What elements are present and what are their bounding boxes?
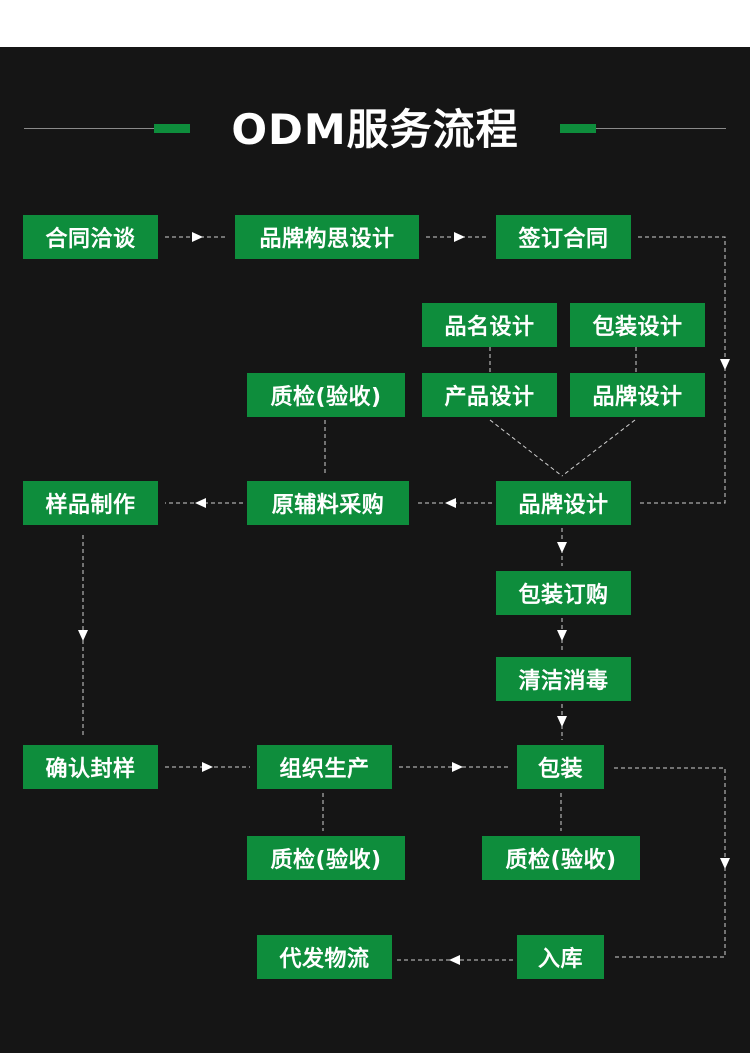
title-decor-line-right — [596, 128, 726, 129]
arrow-to-clean-icon — [557, 630, 567, 641]
step-quality-check-2: 质检(验收) — [247, 836, 405, 880]
connector-brand-sub-to-brand-design — [561, 419, 636, 477]
arrow-to-package-order-icon — [557, 542, 567, 553]
step-package-design: 包装设计 — [570, 303, 705, 347]
step-brand-concept-design: 品牌构思设计 — [235, 215, 419, 259]
step-product-design: 产品设计 — [422, 373, 557, 417]
step-sign-contract: 签订合同 — [496, 215, 631, 259]
arrow-to-concept-icon — [192, 232, 203, 242]
title-decor-line-left — [24, 128, 154, 129]
step-package-order: 包装订购 — [496, 571, 631, 615]
title-decor-bar-right — [560, 124, 596, 133]
step-organize-production: 组织生产 — [257, 745, 392, 789]
page-title: ODM服务流程 — [231, 105, 519, 154]
arrow-to-sample-icon — [195, 498, 206, 508]
step-brand-design: 品牌设计 — [496, 481, 631, 525]
arrow-to-production-icon — [202, 762, 213, 772]
arrow-to-packaging-icon — [452, 762, 463, 772]
step-product-name-design: 品名设计 — [422, 303, 557, 347]
step-contract-negotiation: 合同洽谈 — [23, 215, 158, 259]
arrow-to-packaging-from-clean-icon — [557, 716, 567, 727]
flowchart-background — [0, 47, 750, 1053]
step-logistics: 代发物流 — [257, 935, 392, 979]
step-quality-check-3: 质检(验收) — [482, 836, 640, 880]
step-brand-design-sub: 品牌设计 — [570, 373, 705, 417]
step-quality-check-1: 质检(验收) — [247, 373, 405, 417]
arrow-to-logistics-icon — [449, 955, 460, 965]
arrow-to-confirm-icon — [78, 630, 88, 641]
title-decor-bar-left — [154, 124, 190, 133]
arrow-to-sign-icon — [454, 232, 465, 242]
arrow-right-side-down-2-icon — [720, 858, 730, 869]
step-sample-making: 样品制作 — [23, 481, 158, 525]
step-packaging: 包装 — [517, 745, 604, 789]
step-material-purchase: 原辅料采购 — [247, 481, 409, 525]
arrow-right-side-down-1-icon — [720, 359, 730, 370]
step-clean-disinfect: 清洁消毒 — [496, 657, 631, 701]
connector-product-design-to-brand-design — [489, 419, 563, 477]
connector-sign-to-brand-design — [638, 236, 726, 504]
step-confirm-sample: 确认封样 — [23, 745, 158, 789]
arrow-to-material-icon — [445, 498, 456, 508]
step-warehousing: 入库 — [517, 935, 604, 979]
